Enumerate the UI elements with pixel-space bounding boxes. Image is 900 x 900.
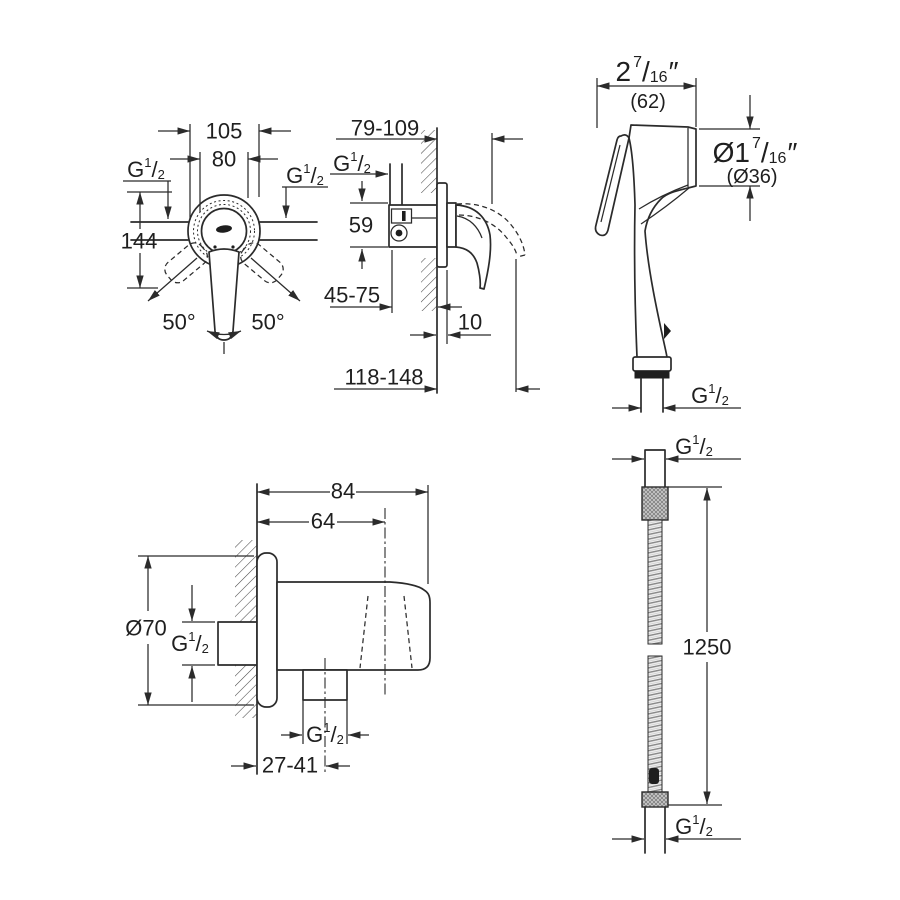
spout-hub bbox=[446, 202, 457, 248]
cap-slot bbox=[216, 225, 232, 233]
wall-hatch-upper bbox=[421, 130, 437, 193]
dim-79-109-label: 79-109 bbox=[351, 116, 420, 141]
neck-seam-upper bbox=[638, 184, 689, 210]
hand-shower-outline bbox=[628, 124, 697, 361]
spout-alt-position-inner bbox=[458, 214, 518, 257]
mixer-front-view: 105 80 G1/2 G1/2 144 50° 50° bbox=[121, 119, 328, 354]
dim-dia70-label: Ø70 bbox=[125, 616, 167, 641]
thread-label-union-outlet: G1/2 bbox=[306, 720, 344, 747]
flange bbox=[256, 552, 278, 708]
dim-64-label: 64 bbox=[311, 509, 335, 534]
hose-body bbox=[641, 449, 669, 854]
cap-dot-left bbox=[213, 245, 217, 249]
lever-rotated-left bbox=[164, 242, 208, 284]
ext-lines-dia70 bbox=[138, 555, 254, 706]
wall-section bbox=[421, 127, 438, 394]
angle-50-right-label: 50° bbox=[251, 310, 284, 335]
thread-label-union-inlet: G1/2 bbox=[171, 629, 209, 656]
spout-alt-position-outer bbox=[456, 203, 526, 256]
neck-seam-lower bbox=[640, 187, 690, 225]
thread-label-side: G1/2 bbox=[333, 149, 371, 176]
hose-end-mark bbox=[649, 768, 659, 784]
spout bbox=[455, 204, 492, 290]
ext-lines-144 bbox=[127, 191, 172, 289]
thread-label-front-left: G1/2 bbox=[127, 155, 165, 182]
mixer-side-body bbox=[388, 163, 526, 392]
dim-10-label: 10 bbox=[458, 310, 482, 335]
dim-80-label: 80 bbox=[212, 147, 236, 172]
hand-shower-body bbox=[594, 124, 697, 413]
hose-dimensions: G1/2 1250 G1/2 bbox=[612, 432, 741, 843]
dim-27-41-label: 27-41 bbox=[262, 753, 318, 778]
dim-dia-mm-label: (Ø36) bbox=[726, 166, 777, 188]
dim-105-label: 105 bbox=[206, 119, 243, 144]
hose-stub-top bbox=[644, 449, 666, 488]
thread-label-hose-top: G1/2 bbox=[675, 432, 713, 459]
knurled-nut-top bbox=[641, 486, 669, 521]
thread-label-hose-bottom: G1/2 bbox=[675, 812, 713, 839]
dim-45-75-label: 45-75 bbox=[324, 283, 380, 308]
wall-union-dimensions: 84 64 Ø70 G1/2 G1/2 27-41 bbox=[125, 479, 429, 778]
mixer-side-dimensions: 79-109 G1/2 59 45-75 10 118-148 bbox=[324, 116, 540, 393]
escutcheon-plate bbox=[436, 182, 448, 268]
union-and-holder-body bbox=[276, 581, 431, 671]
supply-stub bbox=[217, 621, 258, 666]
connector-ring bbox=[634, 371, 670, 379]
valve-detail-box bbox=[390, 208, 413, 224]
inlet-port bbox=[390, 224, 408, 242]
angle-leader-right bbox=[250, 257, 301, 302]
lever-rotated-right bbox=[240, 242, 284, 284]
thread-label-front-right: G1/2 bbox=[286, 161, 324, 188]
connector-stub bbox=[640, 377, 664, 413]
supply-pipe bbox=[389, 163, 403, 206]
wall-union-view: 84 64 Ø70 G1/2 G1/2 27-41 bbox=[125, 479, 431, 778]
dim-84-label: 84 bbox=[331, 479, 355, 504]
lever-handle bbox=[208, 248, 240, 341]
ext-lines-59 bbox=[350, 202, 388, 248]
wall-hatch-lower bbox=[421, 258, 437, 311]
trigger-lever bbox=[594, 134, 630, 237]
dim-1250-label: 1250 bbox=[683, 635, 732, 660]
mixer-side-view: 79-109 G1/2 59 45-75 10 118-148 bbox=[324, 116, 540, 394]
dim-59-label: 59 bbox=[349, 213, 373, 238]
shower-hose-view: G1/2 1250 G1/2 bbox=[612, 432, 741, 854]
ext-lines-g-bottom bbox=[302, 700, 348, 744]
spray-button bbox=[664, 323, 671, 339]
knurl-ring-inner bbox=[197, 204, 251, 258]
holder-cavity-dashed bbox=[359, 595, 413, 669]
hose-stub-bottom bbox=[644, 806, 666, 854]
angle-50-left-label: 50° bbox=[162, 310, 195, 335]
mixer-front-dimensions: 105 80 G1/2 G1/2 144 50° 50° bbox=[121, 119, 328, 335]
mixer-front-body bbox=[130, 194, 318, 354]
wall-hatch-upper bbox=[235, 540, 257, 622]
ext-lines-g-left bbox=[182, 621, 215, 666]
trigger-seam bbox=[600, 144, 621, 223]
connector-nut bbox=[632, 356, 672, 372]
dim-118-148-label: 118-148 bbox=[344, 365, 423, 390]
spout-seam bbox=[456, 215, 483, 239]
valve-slot bbox=[402, 211, 406, 221]
rotation-arc bbox=[206, 330, 242, 340]
supply-pipes bbox=[130, 221, 318, 241]
wall-hatch-lower bbox=[235, 665, 257, 718]
valve-body bbox=[388, 204, 438, 248]
ext-lines-1250 bbox=[668, 486, 722, 806]
cap-dot-right bbox=[231, 245, 235, 249]
thread-label-hand-shower: G1/2 bbox=[691, 381, 729, 408]
wall-union-body bbox=[217, 508, 431, 775]
dim-144-label: 144 bbox=[121, 229, 158, 254]
knurled-nut-bottom bbox=[641, 791, 669, 808]
hose-upper-segment bbox=[647, 519, 663, 645]
angle-leader-left bbox=[147, 257, 198, 302]
dim-width-mm-label: (62) bbox=[630, 91, 666, 113]
